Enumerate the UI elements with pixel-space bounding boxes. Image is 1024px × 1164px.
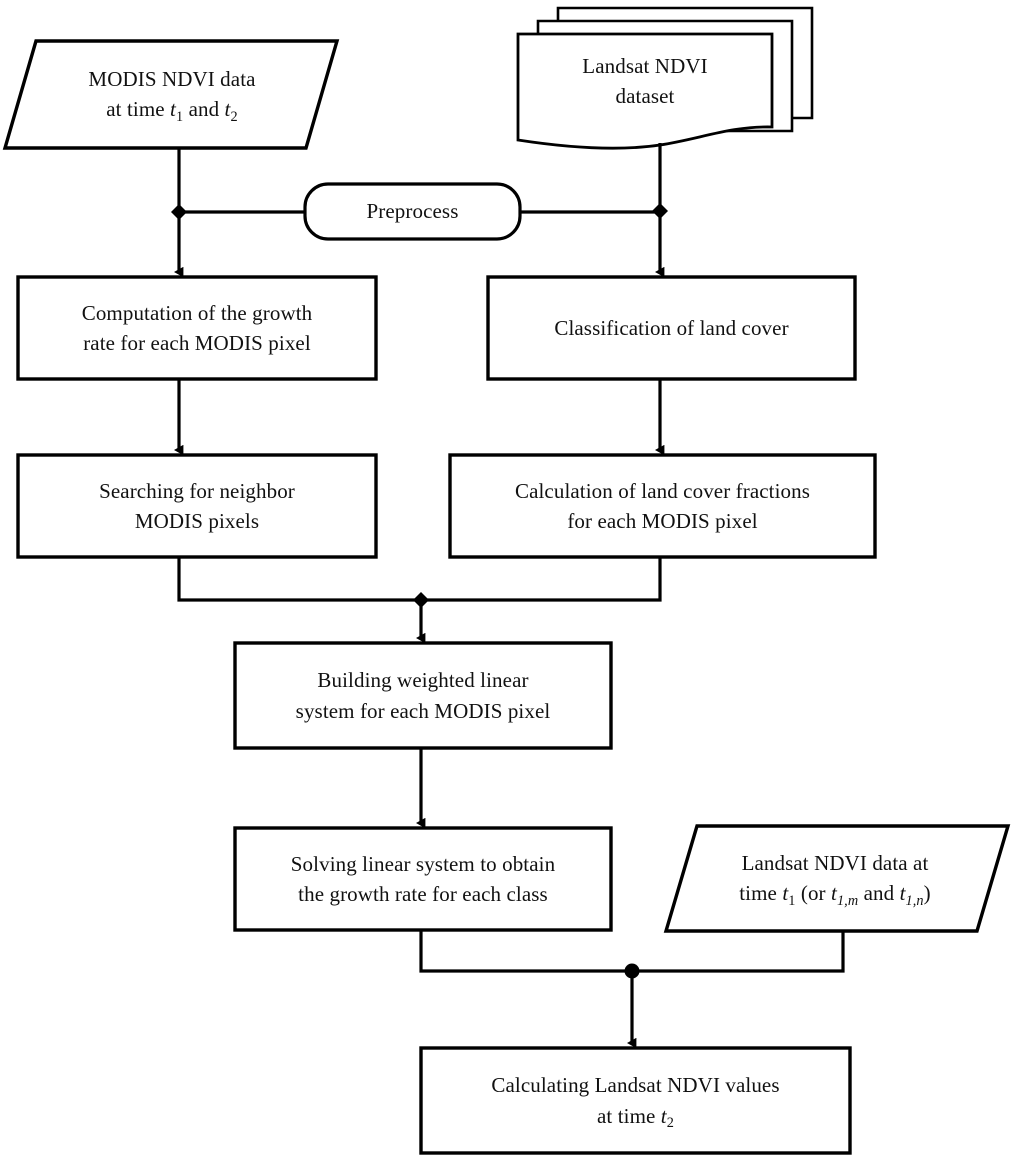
junction-dot-merge — [413, 592, 429, 608]
landsat-dataset-layer-front — [516, 32, 774, 150]
preprocess-shape — [303, 182, 522, 241]
connector-solve-to-final-junction — [419, 930, 632, 973]
classification-shape — [486, 275, 857, 381]
fractions-shape — [448, 453, 877, 559]
junction-dot-modis — [171, 204, 187, 220]
junction-dot-final — [624, 963, 640, 979]
connector-neighbor-to-merge — [177, 557, 421, 602]
solve-system-shape — [233, 826, 613, 932]
connector-fractions-to-merge — [421, 557, 662, 602]
modis-input-shape — [2, 39, 340, 150]
growth-rate-shape — [16, 275, 378, 381]
neighbor-search-shape — [16, 453, 378, 559]
connector-landsat-input-to-final-junction — [632, 931, 845, 973]
junction-dot-landsat — [652, 203, 668, 219]
final-output-shape — [419, 1046, 852, 1155]
landsat-input-shape — [663, 824, 1011, 933]
build-system-shape — [233, 641, 613, 750]
